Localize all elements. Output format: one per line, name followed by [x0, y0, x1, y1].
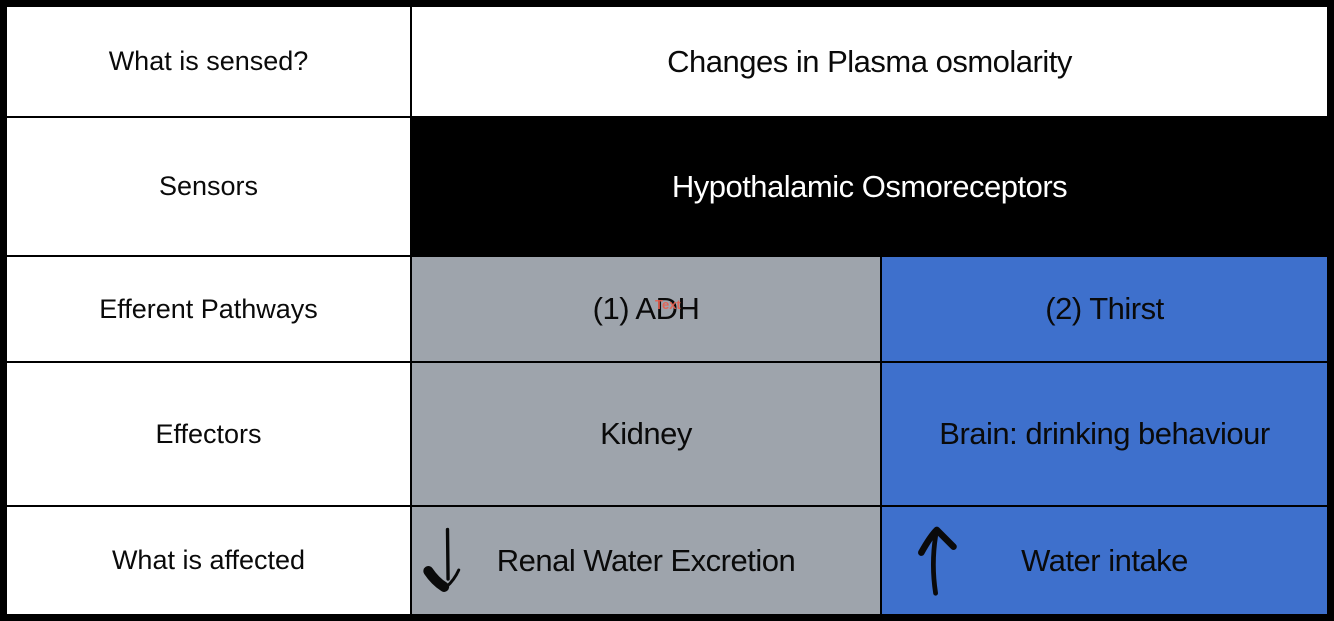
row-header-label: Effectors [155, 418, 262, 449]
cell-text: Water intake [1021, 542, 1188, 578]
cell-adh: (1) ADH Text [412, 257, 880, 361]
row-header-what-is-sensed: What is sensed? [7, 7, 410, 116]
row-header-label: What is affected [111, 545, 306, 575]
cell-thirst: (2) Thirst [882, 257, 1327, 361]
cell-renal-water-excretion: Renal Water Excretion [412, 507, 880, 614]
cell-text: Changes in Plasma osmolarity [667, 43, 1072, 79]
row-header-label: What is sensed? [108, 46, 309, 76]
cell-text: Hypothalamic Osmoreceptors [671, 168, 1068, 204]
row-header-label: Efferent Pathways [99, 293, 318, 324]
down-arrow-icon [420, 525, 466, 597]
up-arrow-icon [916, 524, 960, 598]
cell-text: Renal Water Excretion [496, 542, 796, 578]
red-text-annotation: Text [655, 297, 681, 312]
cell-text: (1) ADH [592, 291, 700, 326]
row-header-efferent-pathways: Efferent Pathways [7, 257, 410, 361]
cell-text: (2) Thirst [1045, 291, 1164, 326]
cell-water-intake: Water intake [882, 507, 1327, 614]
cell-brain-drinking-behaviour: Brain: drinking behaviour [882, 363, 1327, 505]
cell-hypothalamic-osmoreceptors: Hypothalamic Osmoreceptors [412, 118, 1327, 255]
row-header-sensors: Sensors [7, 118, 410, 255]
row-header-effectors: Effectors [7, 363, 410, 505]
cell-changes-in-plasma-osmolarity: Changes in Plasma osmolarity [412, 7, 1327, 116]
row-header-what-is-affected: What is affected [7, 507, 410, 614]
cell-kidney: Kidney [412, 363, 880, 505]
cell-text: Brain: drinking behaviour [939, 416, 1270, 451]
cell-text: Kidney [600, 416, 692, 451]
row-header-label: Sensors [158, 171, 259, 201]
